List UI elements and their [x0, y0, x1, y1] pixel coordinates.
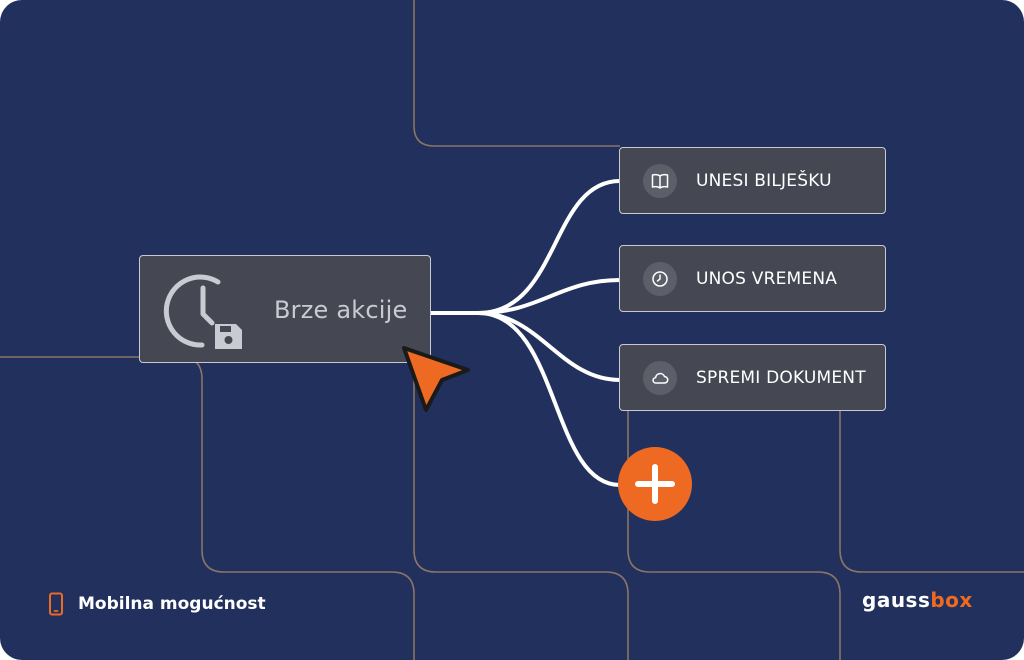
add-action-button[interactable] — [618, 447, 692, 521]
action-label: UNOS VREMENA — [696, 269, 838, 289]
clock-save-icon — [163, 274, 242, 349]
gaussbox-logo[interactable]: gaussbox — [862, 588, 973, 618]
action-time-entry[interactable]: UNOS VREMENA — [619, 245, 886, 312]
action-icon-circle — [643, 361, 677, 395]
action-icon-circle — [643, 262, 677, 296]
cursor-pointer-icon — [402, 346, 470, 412]
logo-part-gauss: gauss — [862, 588, 931, 612]
cloud-icon — [652, 372, 669, 384]
branch-connectors — [429, 179, 622, 487]
logo-part-box: box — [930, 588, 973, 612]
action-add-note[interactable]: UNESI BILJEŠKU — [619, 147, 886, 214]
quick-actions-label: Brze akcije — [274, 296, 408, 324]
action-label: UNESI BILJEŠKU — [696, 171, 832, 191]
phone-icon — [49, 592, 63, 616]
plus-icon — [635, 464, 675, 504]
action-save-document[interactable]: SPREMI DOKUMENT — [619, 344, 886, 411]
footer-caption: Mobilna mogućnost — [78, 594, 266, 614]
book-icon — [651, 173, 669, 189]
action-icon-circle — [643, 164, 677, 198]
action-label: SPREMI DOKUMENT — [696, 368, 866, 388]
quick-actions-card[interactable]: Brze akcije — [139, 255, 431, 363]
clock-icon — [652, 271, 668, 287]
